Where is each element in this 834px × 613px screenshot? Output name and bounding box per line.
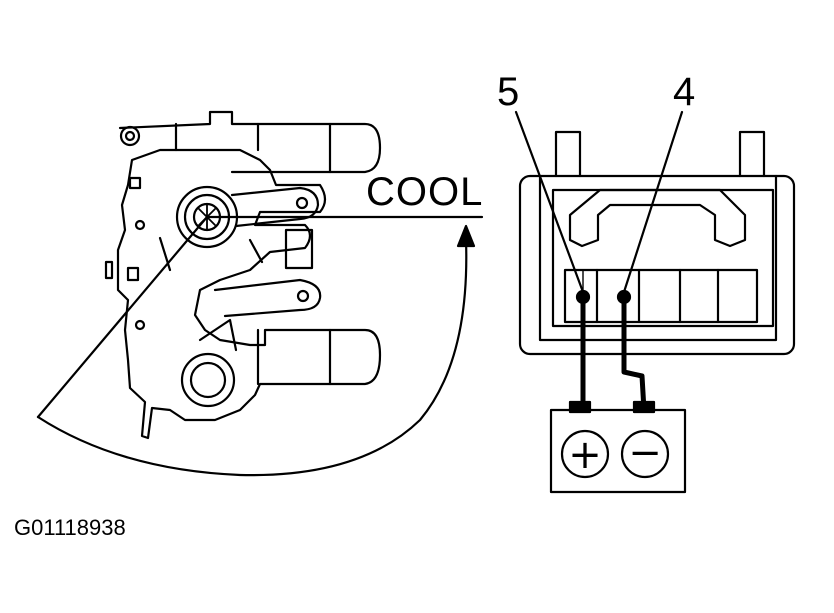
- leader-line-4: [624, 112, 682, 292]
- rotation-indicator: [38, 217, 482, 475]
- terminal-5-label: 5: [497, 70, 520, 114]
- positive-symbol: +: [568, 432, 602, 478]
- positive-terminal-circle: [562, 431, 608, 477]
- wire-negative: [624, 302, 644, 410]
- cool-label: COOL: [366, 170, 484, 214]
- battery: [551, 402, 685, 492]
- leader-line-5: [516, 112, 583, 292]
- terminal-4-label: 4: [673, 70, 696, 114]
- negative-symbol: −: [628, 430, 662, 476]
- connector: [520, 132, 794, 354]
- heater-valve: [106, 112, 380, 438]
- figure-code: G01118938: [14, 515, 126, 540]
- negative-terminal-circle: [622, 431, 668, 477]
